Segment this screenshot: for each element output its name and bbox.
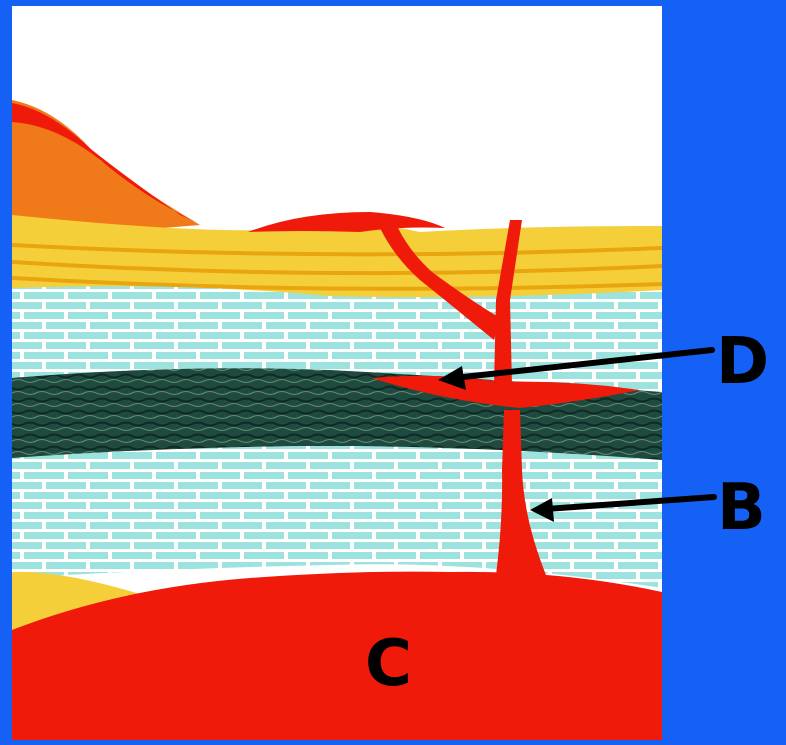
label-c: C xyxy=(365,632,412,696)
diagram-panel xyxy=(12,6,662,740)
label-b: B xyxy=(717,476,766,540)
label-d: D xyxy=(716,330,769,394)
